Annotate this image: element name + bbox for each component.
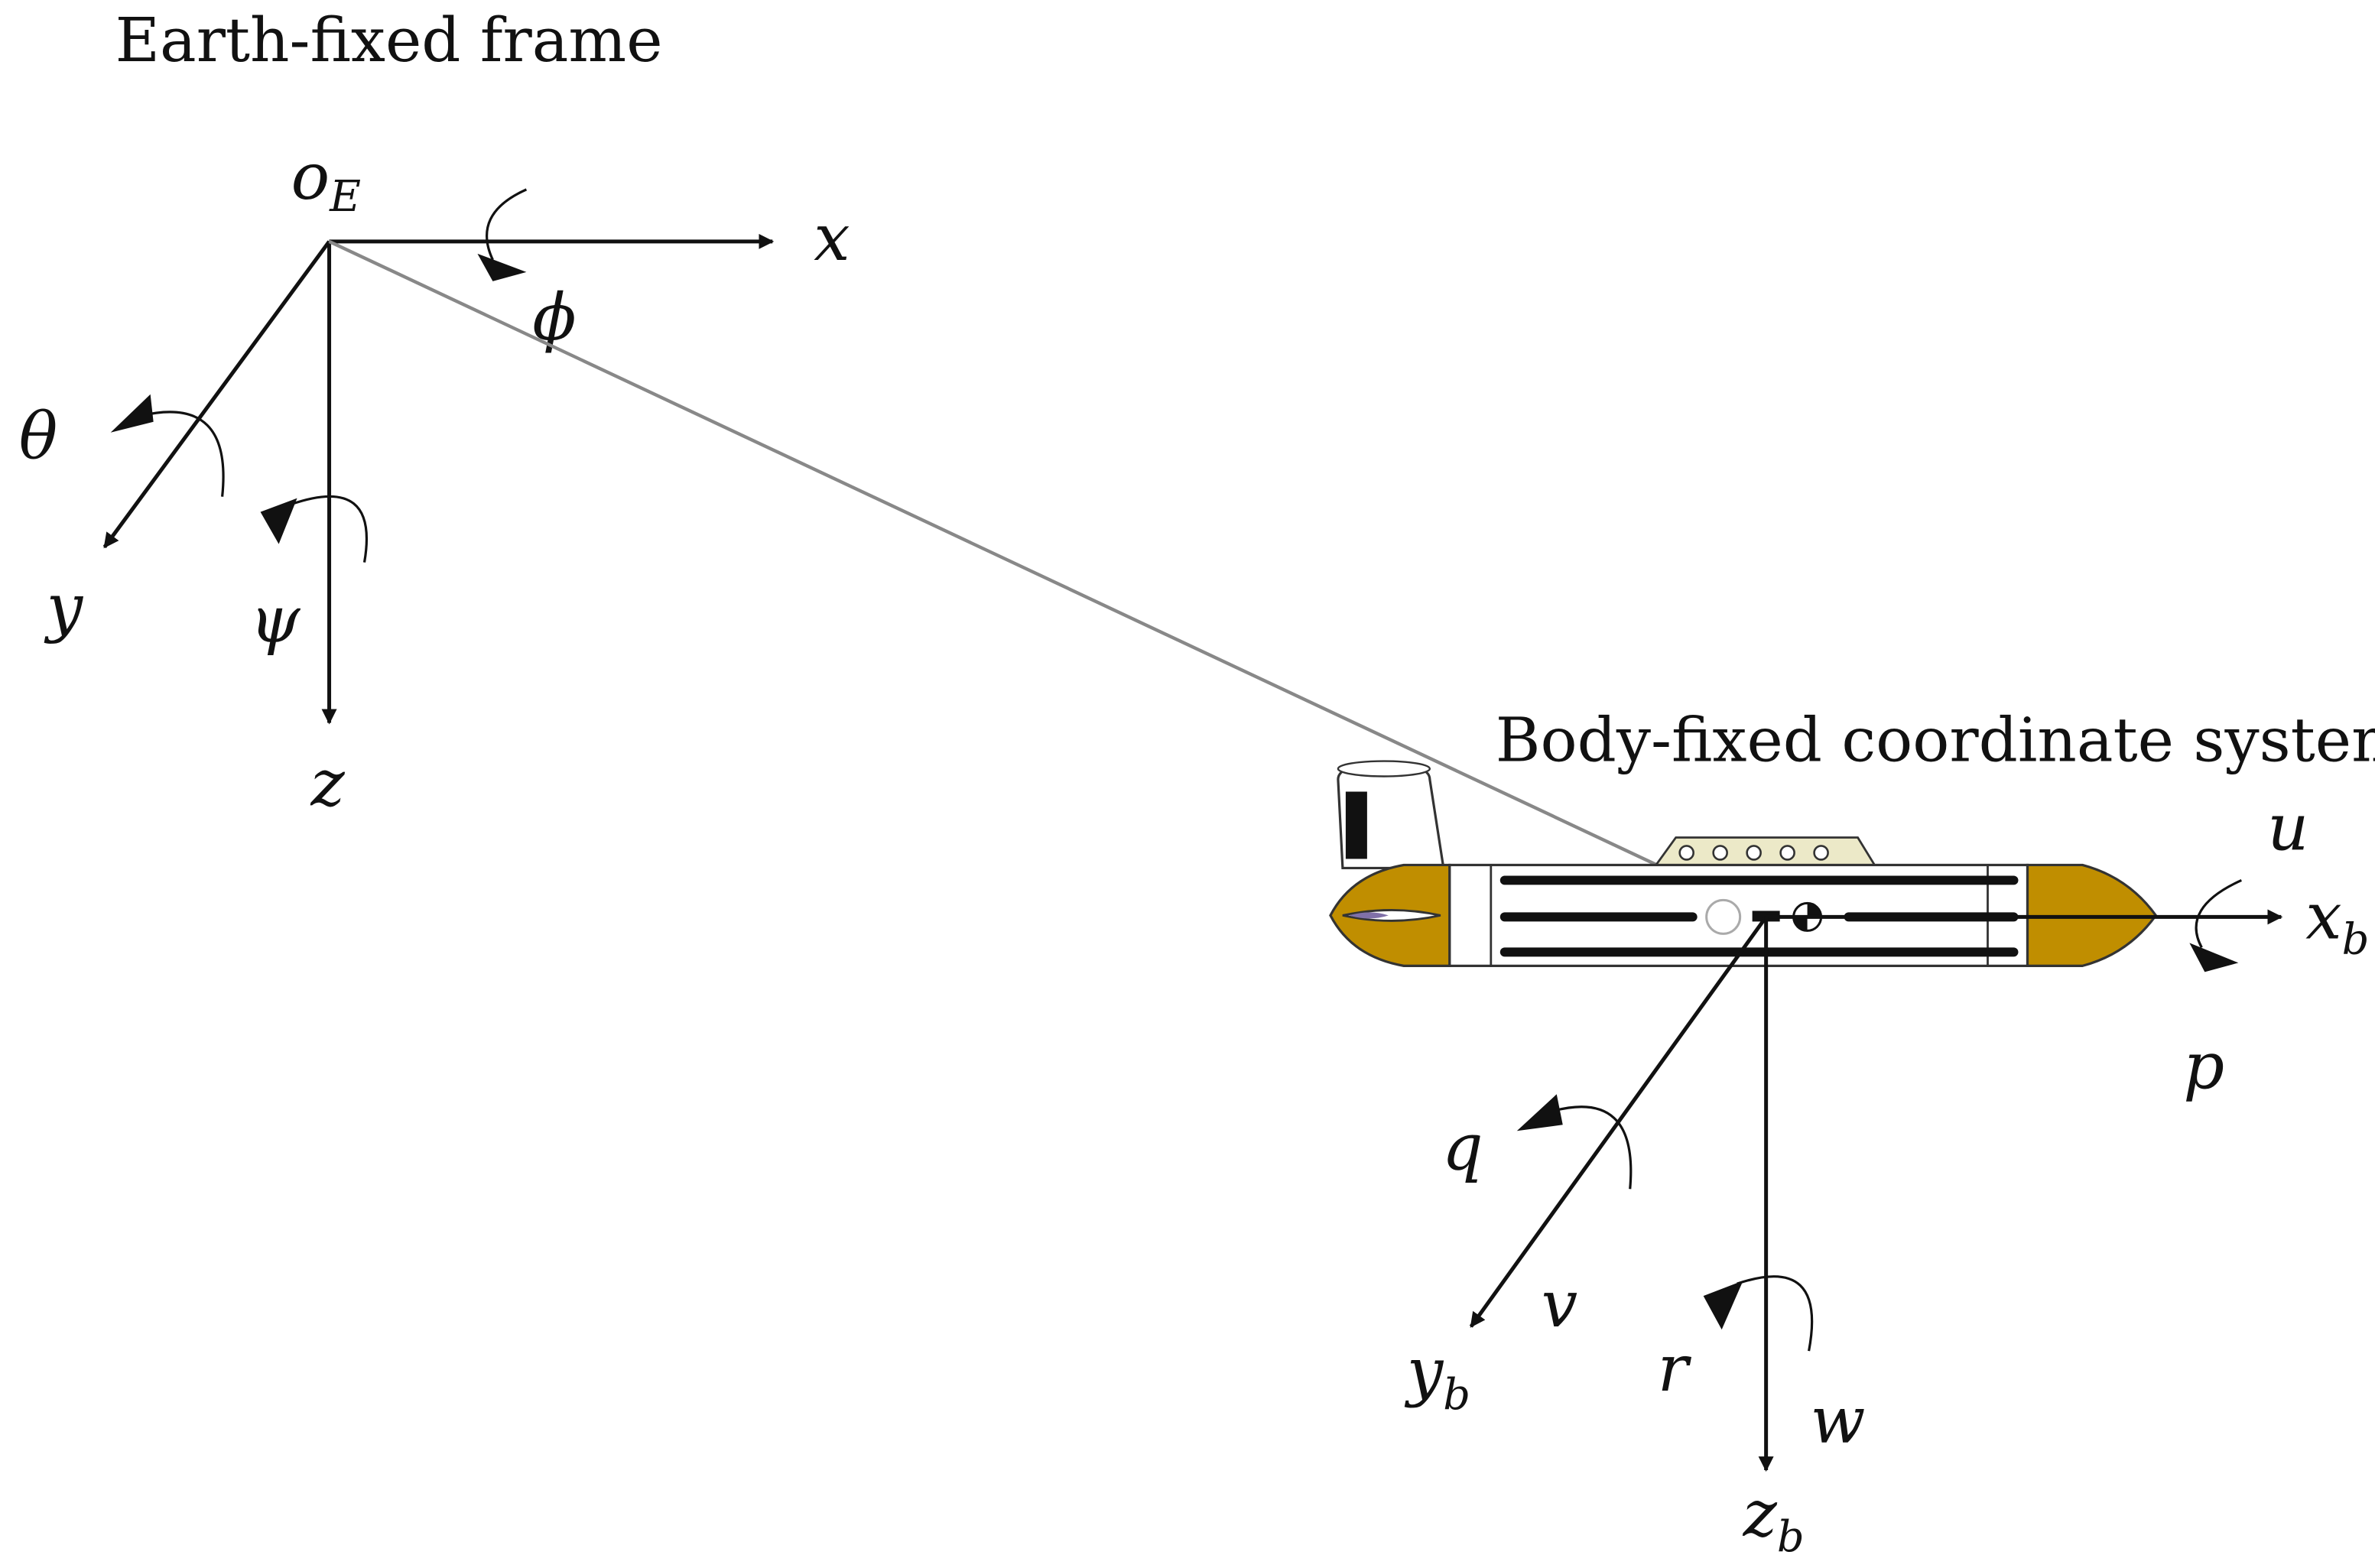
yaw-rate-label: r <box>1658 1331 1692 1406</box>
roll-angle-label: ϕ <box>532 280 576 355</box>
pitch-angle-label: θ <box>19 399 58 474</box>
body-y-label: yb <box>1404 1334 1470 1420</box>
body-fixed-frame: Body-fixed coordinate system xb yb zb u … <box>1404 705 2375 1562</box>
body-z-label: zb <box>1743 1476 1805 1562</box>
deck-lights <box>1678 845 1829 861</box>
tower-window <box>1345 791 1367 859</box>
center-of-buoyancy <box>1705 898 1742 935</box>
pitch-rotation-arrow-icon <box>110 394 225 497</box>
yaw-angle-label: ψ <box>250 583 301 657</box>
pitch-rate-label: q <box>1442 1109 1483 1184</box>
propeller-blade <box>1348 912 1389 919</box>
earth-frame-title: Earth-fixed frame <box>115 5 663 76</box>
origin-label: oE <box>291 139 361 222</box>
earth-y-axis <box>102 240 331 549</box>
body-frame-title: Body-fixed coordinate system <box>1496 705 2375 776</box>
tower-top <box>1337 760 1431 778</box>
yaw-rotation-arrow-icon <box>260 495 369 563</box>
roll-rate-arrow-icon <box>2189 878 2242 972</box>
earth-y-label: y <box>44 570 84 645</box>
earth-z-label: z <box>310 745 346 820</box>
surge-velocity-label: u <box>2267 790 2308 865</box>
body-x-label: xb <box>2305 878 2369 964</box>
yaw-rate-arrow-icon <box>1703 1275 1814 1352</box>
earth-x-label: x <box>814 200 850 275</box>
roll-rotation-arrow-icon <box>477 188 528 281</box>
sway-velocity-label: v <box>1542 1267 1577 1342</box>
heave-velocity-label: w <box>1811 1383 1866 1458</box>
position-vector <box>328 239 1720 896</box>
pitch-rate-arrow-icon <box>1516 1094 1633 1190</box>
earth-fixed-frame: Earth-fixed frame oE x y z ϕ θ ψ <box>19 5 850 821</box>
vehicle-hull <box>1329 760 2158 967</box>
roll-rate-label: p <box>2183 1028 2224 1103</box>
